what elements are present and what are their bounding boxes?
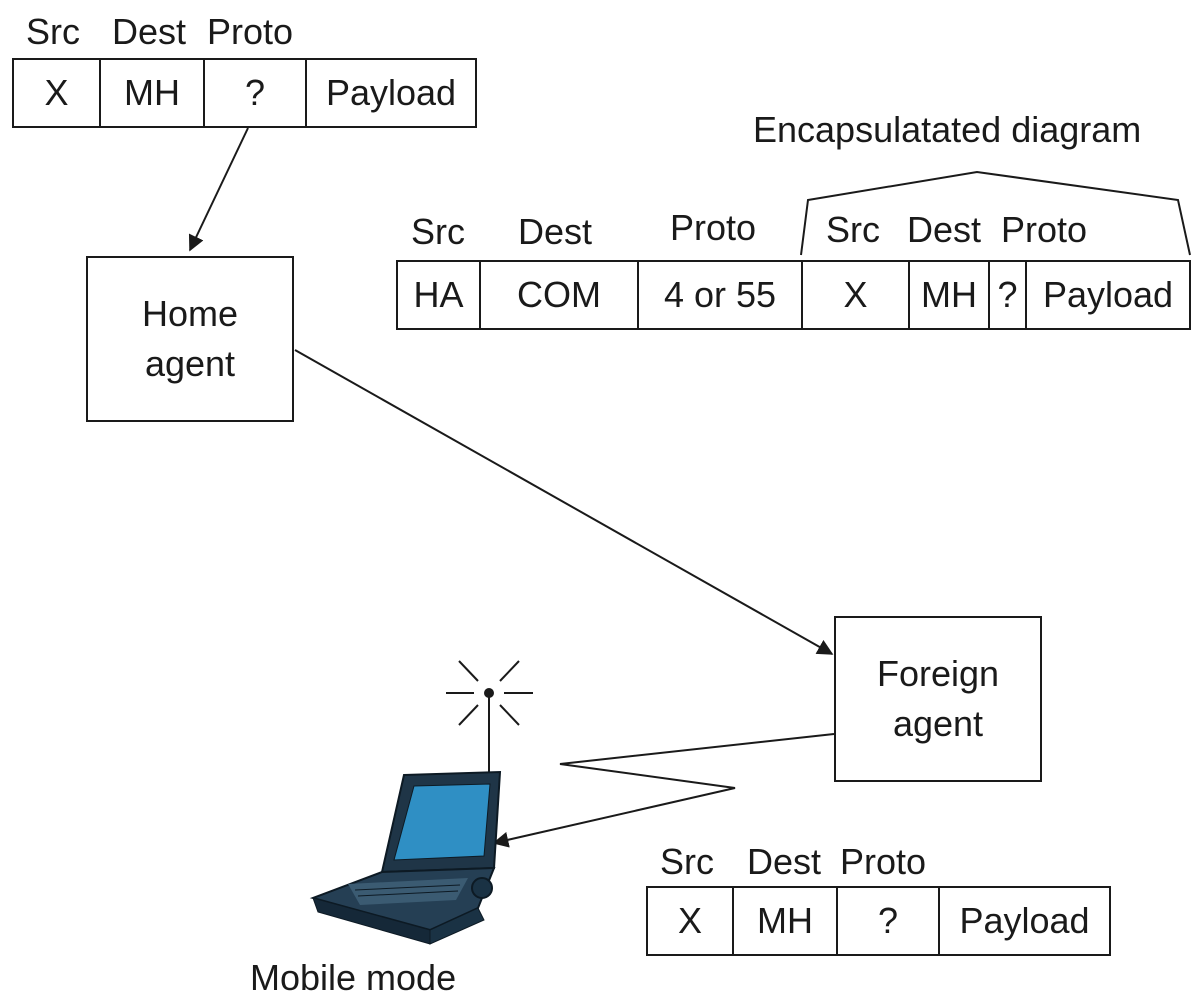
foreign-agent-line2: agent [892, 703, 984, 744]
bottom-header-proto: Proto [840, 841, 927, 882]
arrow-packet-to-home-agent [188, 127, 249, 252]
wireless-link [492, 733, 835, 848]
laptop-icon [309, 770, 502, 945]
antenna-icon [446, 660, 533, 775]
foreign-agent-line1: Foreign [876, 653, 1000, 694]
bottom-cell-src: X [648, 888, 734, 954]
home-agent-box: Home agent [86, 256, 294, 422]
inner-header-src: Src [826, 209, 880, 250]
encapsulated-row: HA COM 4 or 55 X MH ? Payload [396, 260, 1191, 330]
cell-inner-src: X [803, 262, 910, 328]
outer-header-proto: Proto [670, 207, 757, 248]
outer-header-src: Src [411, 211, 465, 252]
home-agent-line2: agent [144, 343, 236, 384]
encapsulated-title: Encapsulatated diagram [753, 109, 1142, 150]
outer-header-dest: Dest [518, 211, 593, 252]
header-dest: Dest [112, 11, 187, 52]
header-proto: Proto [207, 11, 294, 52]
mobile-label: Mobile mode [250, 957, 457, 998]
bottom-header-src: Src [660, 841, 714, 882]
foreign-agent-box: Foreign agent [834, 616, 1042, 782]
cell-inner-payload: Payload [1042, 274, 1174, 315]
cell-inner-proto: ? [990, 262, 1027, 328]
bottom-cell-dest: MH [734, 888, 838, 954]
header-src: Src [26, 11, 80, 52]
bottom-cell-proto: ? [838, 888, 940, 954]
cell-inner-dest: MH [910, 262, 990, 328]
home-agent-line1: Home [141, 293, 239, 334]
cell-dest: MH [101, 60, 205, 126]
cell-outer-proto: 4 or 55 [639, 262, 803, 328]
cell-src: X [14, 60, 101, 126]
packet-bottom-row: X MH ? Payload [646, 886, 1111, 956]
cell-outer-dest: COM [481, 262, 639, 328]
bottom-cell-payload: Payload [959, 900, 1090, 941]
inner-header-dest: Dest [907, 209, 982, 250]
packet-top-row: X MH ? Payload [12, 58, 477, 128]
cell-proto: ? [205, 60, 307, 126]
cell-payload: Payload [325, 72, 457, 113]
inner-header-proto: Proto [1001, 209, 1088, 250]
arrow-home-to-foreign-agent [294, 349, 834, 655]
encapsulation-bracket [800, 170, 1191, 256]
cell-outer-src: HA [398, 262, 481, 328]
bottom-header-dest: Dest [747, 841, 822, 882]
